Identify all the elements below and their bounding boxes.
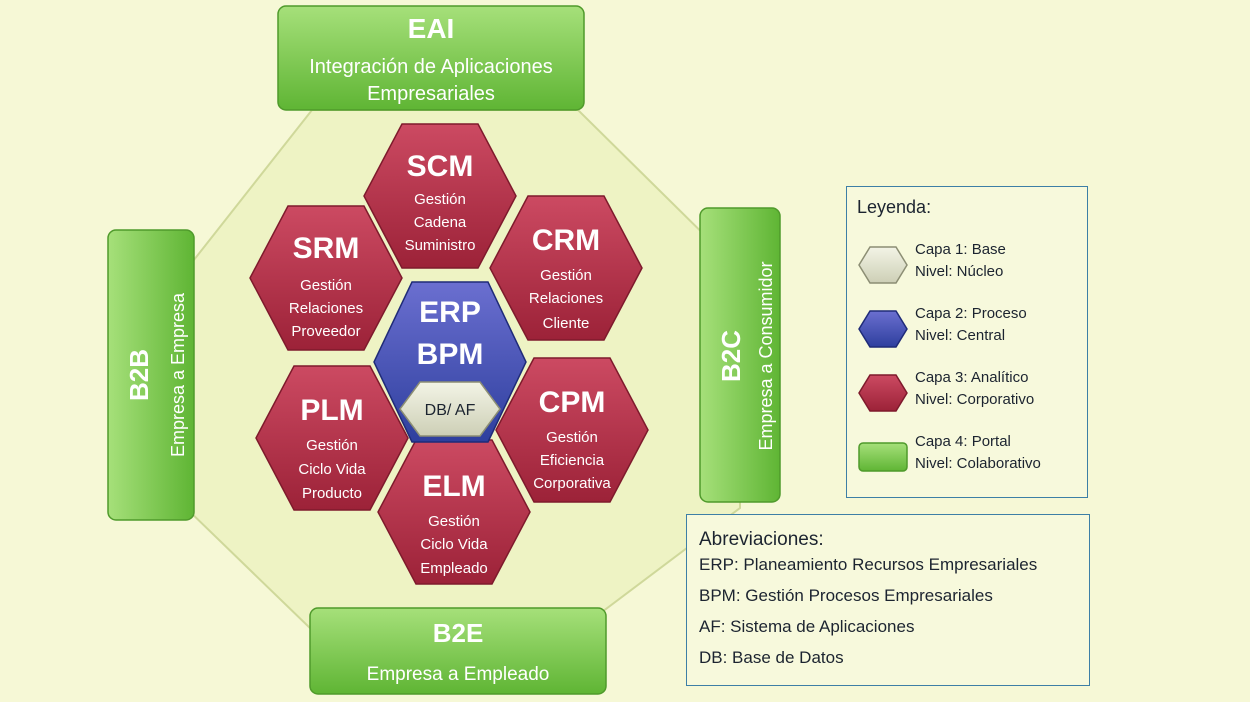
module-cpm: CPM Gestión Eficiencia Corporativa	[495, 357, 649, 503]
abbreviations-panel: Abreviaciones: ERP: Planeamiento Recurso…	[686, 514, 1090, 686]
module-elm-l3: Empleado	[420, 560, 488, 577]
legend-item-layer3: Capa 3: Analítico Nivel: Corporativo	[847, 367, 1087, 423]
portal-eai-line1: Integración de Aplicaciones	[309, 56, 553, 78]
module-srm: SRM Gestión Relaciones Proveedor	[249, 205, 403, 351]
module-cpm-l3: Corporativa	[533, 475, 611, 492]
portal-b2b-code: B2B	[124, 349, 154, 401]
portal-b2b: B2B Empresa a Empresa	[107, 229, 195, 521]
module-crm-l2: Relaciones	[529, 290, 603, 307]
hexagon-process-icon	[858, 310, 908, 348]
abbreviation-item-erp: ERP: Planeamiento Recursos Empresariales	[699, 555, 1038, 574]
core-erp-label: ERP	[419, 296, 481, 329]
module-scm-l1: Gestión	[414, 191, 466, 208]
portal-eai-code: EAI	[408, 13, 455, 44]
legend-item-layer4-line1: Capa 4: Portal	[915, 433, 1011, 450]
legend-item-layer3-line1: Capa 3: Analítico	[915, 369, 1029, 386]
portal-b2b-line1: Empresa a Empresa	[168, 292, 188, 457]
legend-item-layer4-line2: Nivel: Colaborativo	[915, 455, 1041, 472]
legend-item-layer1: Capa 1: Base Nivel: Núcleo	[847, 239, 1087, 295]
abbreviation-item-bpm: BPM: Gestión Procesos Empresariales	[699, 586, 993, 605]
module-crm: CRM Gestión Relaciones Cliente	[489, 195, 643, 341]
legend-item-layer4: Capa 4: Portal Nivel: Colaborativo	[847, 431, 1087, 487]
module-srm-l3: Proveedor	[291, 323, 360, 340]
legend-panel: Leyenda: Capa 1: Base Nivel: Núcleo Capa…	[846, 186, 1088, 498]
core-bpm-label: BPM	[417, 338, 484, 371]
portal-b2e-line1: Empresa a Empleado	[367, 664, 550, 685]
abbreviation-item-db: DB: Base de Datos	[699, 648, 844, 667]
portal-b2e-code: B2E	[433, 618, 484, 648]
module-plm-l3: Producto	[302, 485, 362, 502]
rectangle-portal-icon	[858, 442, 908, 472]
module-elm: ELM Gestión Ciclo Vida Empleado	[377, 439, 531, 585]
module-plm-l2: Ciclo Vida	[298, 461, 366, 478]
module-crm-l3: Cliente	[543, 315, 590, 332]
legend-item-layer1-line2: Nivel: Núcleo	[915, 263, 1004, 280]
portal-b2e: B2E Empresa a Empleado	[309, 607, 607, 695]
abbreviations-title: Abreviaciones:	[699, 529, 824, 550]
module-cpm-code: CPM	[539, 386, 606, 419]
legend-title: Leyenda:	[857, 197, 932, 217]
core-base-label: DB/ AF	[425, 402, 476, 419]
hexagon-analytic-icon	[858, 374, 908, 412]
module-scm-l2: Cadena	[414, 214, 467, 231]
legend-item-layer2: Capa 2: Proceso Nivel: Central	[847, 303, 1087, 359]
module-scm-code: SCM	[407, 150, 474, 183]
module-crm-code: CRM	[532, 224, 600, 257]
module-srm-l1: Gestión	[300, 277, 352, 294]
legend-item-layer2-line1: Capa 2: Proceso	[915, 305, 1027, 322]
abbreviation-item-af: AF: Sistema de Aplicaciones	[699, 617, 915, 636]
module-cpm-l2: Eficiencia	[540, 452, 605, 469]
module-srm-l2: Relaciones	[289, 300, 363, 317]
module-plm: PLM Gestión Ciclo Vida Producto	[255, 365, 409, 511]
legend-item-layer1-line1: Capa 1: Base	[915, 241, 1006, 258]
portal-b2c-code: B2C	[716, 330, 746, 382]
module-srm-code: SRM	[293, 232, 360, 265]
portal-eai-line2: Empresariales	[367, 83, 495, 105]
legend-item-layer2-line2: Nivel: Central	[915, 327, 1006, 344]
module-crm-l1: Gestión	[540, 267, 592, 284]
module-elm-l1: Gestión	[428, 513, 480, 530]
hexagon-base-icon	[858, 246, 908, 284]
portal-b2c: B2C Empresa a Consumidor	[699, 207, 781, 503]
module-scm: SCM Gestión Cadena Suministro	[363, 123, 517, 269]
portal-b2c-line1: Empresa a Consumidor	[756, 261, 776, 450]
module-scm-l3: Suministro	[405, 237, 476, 254]
portal-eai: EAI Integración de Aplicaciones Empresar…	[277, 5, 585, 111]
module-cpm-l1: Gestión	[546, 429, 598, 446]
module-elm-code: ELM	[422, 470, 485, 503]
module-elm-l2: Ciclo Vida	[420, 536, 488, 553]
legend-item-layer3-line2: Nivel: Corporativo	[915, 391, 1035, 408]
module-plm-code: PLM	[300, 394, 363, 427]
core-base-db-af: DB/ AF	[399, 381, 501, 437]
module-plm-l1: Gestión	[306, 437, 358, 454]
